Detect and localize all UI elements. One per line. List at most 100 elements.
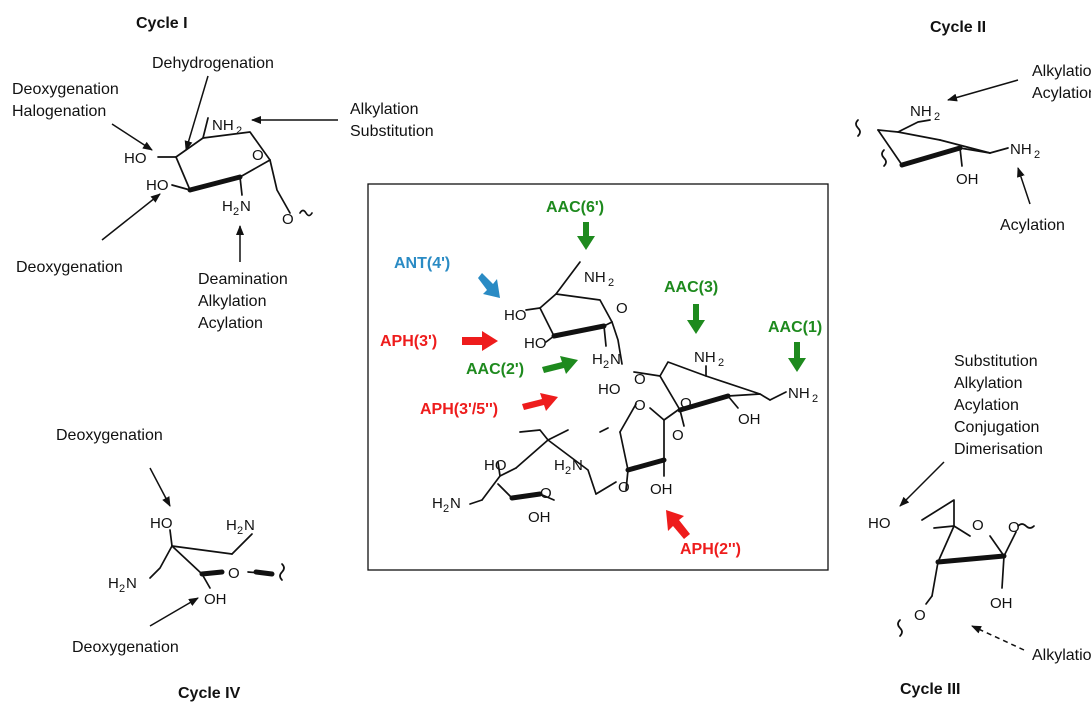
cycle-1-h2n-subscript: 2	[233, 206, 239, 218]
cycle-4-amine-subscript: 2	[237, 525, 243, 537]
cycle-2-ring	[855, 119, 1009, 168]
cycle-1-title: Cycle I	[136, 15, 188, 32]
c-glycosidic-oxygen-3: O	[618, 479, 630, 496]
c-h2n-ring-c-left-n: N	[450, 495, 461, 512]
enzyme-aac3-label: AAC(3)	[664, 279, 718, 296]
cycle-2-alkylation-arrow	[947, 79, 1019, 102]
c-h2n-2p-sub: 2	[603, 359, 609, 371]
cycle-1-h2n-h: H	[222, 198, 233, 215]
cycle-3-dimerisation-label: Dimerisation	[954, 441, 1043, 458]
c-ring-d-anomeric-oxygen: O	[680, 395, 692, 412]
c-ho-ring-c: HO	[484, 457, 507, 474]
cycle-3: Cycle III Substitution Alkylation Acylat…	[868, 353, 1091, 698]
cycle-1-glycosidic-oxygen: O	[282, 211, 294, 228]
c-nh2-6p-sub: 2	[608, 277, 614, 289]
cycle-2-hydroxyl: OH	[956, 171, 979, 188]
c-ho-4p: HO	[504, 307, 527, 324]
cycle-2-acylation-label: Acylation	[1032, 85, 1091, 102]
c-h2n-ring-c-left-sub: 2	[443, 503, 449, 515]
cycle-4-amine-h: H	[226, 517, 237, 534]
cycle-4-title: Cycle IV	[178, 685, 241, 702]
cycle-1-ho-lower: HO	[146, 177, 169, 194]
cycle-1-amine-nh-text: NH	[212, 117, 234, 134]
enzyme-aph2-label: APH(2'')	[680, 541, 741, 558]
cycle-1-ring-oxygen: O	[252, 147, 264, 164]
cycle-4-deoxygenation-label: Deoxygenation	[56, 427, 163, 444]
cycle-4-hydroxyl: OH	[204, 591, 227, 608]
cycle-1-amine-subscript: 2	[236, 125, 242, 137]
c-h2n-ring-c-sub: 2	[565, 465, 571, 477]
c-glycosidic-oxygen-1: O	[634, 371, 646, 388]
enzyme-aac1-label: AAC(1)	[768, 319, 822, 336]
c-nh2-3: NH	[694, 349, 716, 366]
cycle-3-hydroxyl: OH	[990, 595, 1013, 612]
cycle-2-alkylation-label: Alkylation	[1032, 63, 1091, 80]
cycle-2-title: Cycle II	[930, 19, 986, 36]
cycle-3-alkylation-bottom-label: Alkylation	[1032, 647, 1091, 664]
cycle-3-alkylation-label: Alkylation	[954, 375, 1022, 392]
c-nh2-3-sub: 2	[718, 357, 724, 369]
cycle-1-dehydrogenation-arrow	[184, 75, 209, 151]
c-nh2-1-sub: 2	[812, 393, 818, 405]
c-h2n-2p-n: N	[610, 351, 621, 368]
cycle-1-deoxygenation-arrow	[101, 193, 161, 241]
cycle-1-deamination-label: Deamination	[198, 271, 288, 288]
kanamycin-structure	[469, 261, 787, 505]
cycle-2-amine-subscript: 2	[934, 111, 940, 123]
enzyme-aac6-arrow	[577, 222, 595, 250]
c-h2n-ring-c-left-h: H	[432, 495, 443, 512]
enzyme-aph2-arrow	[666, 510, 690, 539]
cycle-1-deoxygenation-bottom-label: Deoxygenation	[16, 259, 123, 276]
enzyme-aph35-arrow	[522, 393, 558, 411]
c-ring-c-oxygen: O	[540, 485, 552, 502]
cycle-1-alkylation-bottom-label: Alkylation	[198, 293, 266, 310]
cycle-1-h2n-n: N	[240, 198, 251, 215]
cycle-3-acylation-label: Acylation	[954, 397, 1019, 414]
cycle-3-ring	[897, 499, 1035, 637]
cycle-3-ho: HO	[868, 515, 891, 532]
c-ho-5pp: HO	[598, 381, 621, 398]
enzyme-aph35-label: APH(3'/5'')	[420, 401, 498, 418]
cycle-3-alkylation-arrow	[971, 625, 1025, 651]
enzyme-aac2-arrow	[542, 356, 578, 374]
central-atom-labels: NH 2 O HO HO H 2 N O NH 2 NH 2 OH O O HO…	[432, 269, 818, 526]
c-ring-d-oxygen: O	[634, 397, 646, 414]
c-h2n-ring-c-n: N	[572, 457, 583, 474]
enzyme-aph3-arrow	[462, 331, 498, 351]
enzyme-ant4-label: ANT(4')	[394, 255, 450, 272]
cycle-2-acylation-bottom-label: Acylation	[1000, 217, 1065, 234]
cycle-4-ring	[149, 529, 285, 589]
cycle-3-title: Cycle III	[900, 681, 960, 698]
cycle-3-substitution-arrow	[899, 461, 945, 507]
cycle-1-halogenation-arrow	[111, 123, 153, 151]
c-ho-3p: HO	[524, 335, 547, 352]
cycle-4-ho: HO	[150, 515, 173, 532]
cycle-3-ring-oxygen: O	[972, 517, 984, 534]
enzyme-aph3-label: APH(3')	[380, 333, 437, 350]
cycle-3-anomeric-oxygen: O	[1008, 519, 1020, 536]
cycle-1-ho-upper: HO	[124, 150, 147, 167]
cycle-4-h2n-h: H	[108, 575, 119, 592]
cycle-4-amine-n: N	[244, 517, 255, 534]
central-molecule-frame	[367, 183, 829, 571]
cycle-1-acylation-label: Acylation	[198, 315, 263, 332]
cycle-2-amine-right-subscript: 2	[1034, 149, 1040, 161]
c-h2n-2p-h: H	[592, 351, 603, 368]
c-oh-ring-c: OH	[528, 509, 551, 526]
enzyme-ant4-arrow	[478, 273, 500, 298]
cycle-3-substitution-label: Substitution	[954, 353, 1038, 370]
c-oh-ring-b: OH	[738, 411, 761, 428]
c-h2n-ring-c-h: H	[554, 457, 565, 474]
c-oh-2pp: OH	[650, 481, 673, 498]
cycle-1-alkylation-label: Alkylation	[350, 101, 418, 118]
cycle-2: Cycle II Alkylation Acylation Acylation …	[855, 19, 1091, 234]
cycle-1-ring	[157, 117, 313, 217]
cycle-4: Cycle IV Deoxygenation Deoxygenation HO …	[56, 427, 285, 702]
cycle-1-dehydrogenation-label: Dehydrogenation	[152, 55, 274, 72]
c-nh2-1: NH	[788, 385, 810, 402]
cycle-4-h2n-n: N	[126, 575, 137, 592]
cycle-2-amine-nh-text: NH	[910, 103, 932, 120]
enzyme-aac6-label: AAC(6')	[546, 199, 604, 216]
c-nh2-6p: NH	[584, 269, 606, 286]
